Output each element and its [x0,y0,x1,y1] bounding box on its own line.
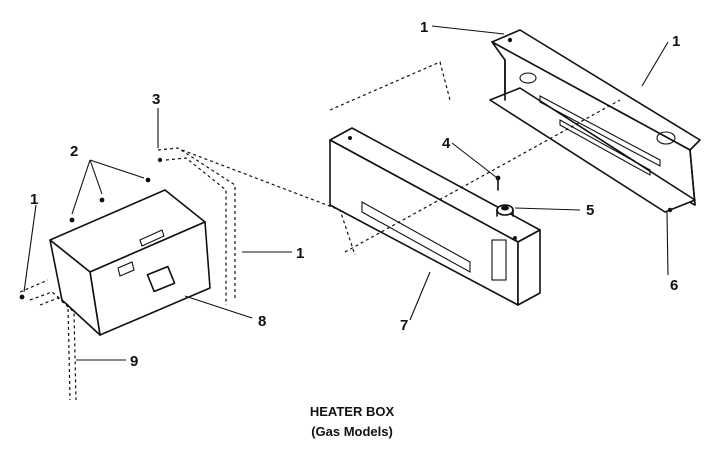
callout-labels: 1 1 3 4 2 1 5 1 6 8 7 9 [30,19,680,370]
heater-box-body [329,127,541,306]
diagram-caption: HEATER BOX (Gas Models) [310,404,395,439]
body-slot [361,201,471,273]
screw [495,175,501,191]
mounting-bracket [19,147,236,401]
callout-6: 6 [670,277,678,294]
top-cover-panel [489,29,701,213]
callout-2: 2 [70,143,78,160]
callout-1-right: 1 [672,33,680,50]
cover-hole-left [519,72,537,84]
leader-lines [23,25,669,361]
callout-1-top: 1 [420,19,428,36]
callout-1-left: 1 [30,191,38,208]
caption-title: HEATER BOX [310,404,395,419]
callout-1-mid: 1 [296,245,304,262]
grommet-fitting [496,204,514,217]
callout-7: 7 [400,317,408,334]
callout-4: 4 [442,135,451,152]
cover-hole-right [656,131,676,145]
panel-knob [146,265,176,293]
callout-5: 5 [586,202,594,219]
caption-subtitle: (Gas Models) [311,424,393,439]
control-panel-assembly [49,177,211,336]
callout-8: 8 [258,313,266,330]
callout-9: 9 [130,353,138,370]
alignment-lines [181,61,621,256]
callout-3: 3 [152,91,160,108]
